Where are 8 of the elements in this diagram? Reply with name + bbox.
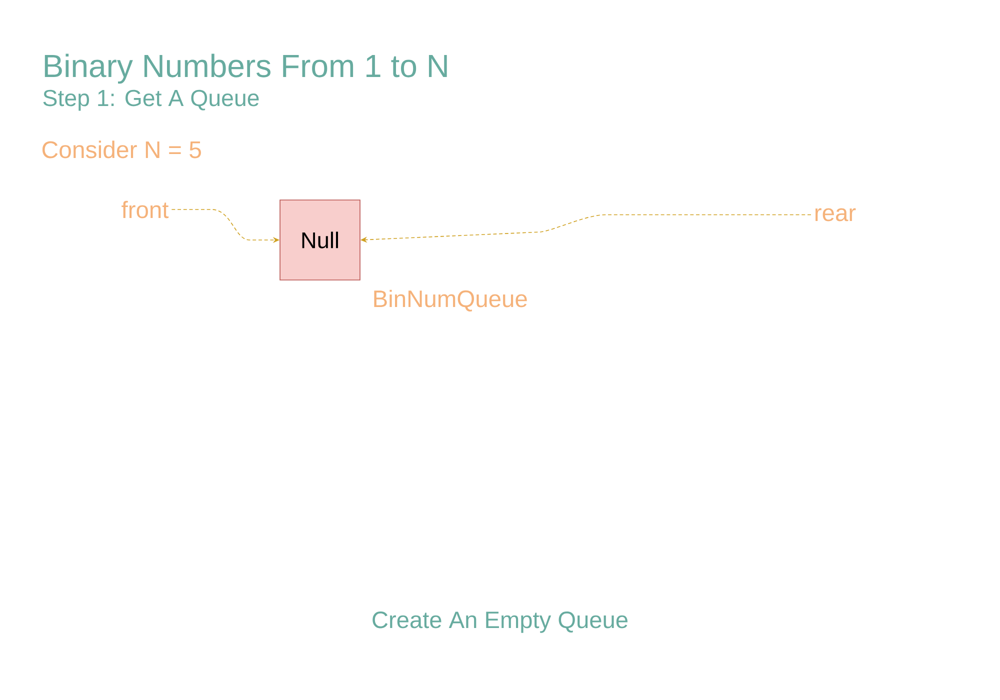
- note-text: Consider N = 5: [42, 140, 201, 158]
- pointer-label: front: [122, 200, 169, 218]
- subtitle: Step 1: Get A Queue: [43, 90, 259, 111]
- pointer-label: rear: [815, 208, 856, 222]
- queue-box: Null: [280, 200, 360, 280]
- title: Binary Numbers From 1 to N: [44, 54, 447, 84]
- caption: Create An Empty Queue: [372, 612, 628, 633]
- node-caption: BinNumQueue: [374, 290, 527, 312]
